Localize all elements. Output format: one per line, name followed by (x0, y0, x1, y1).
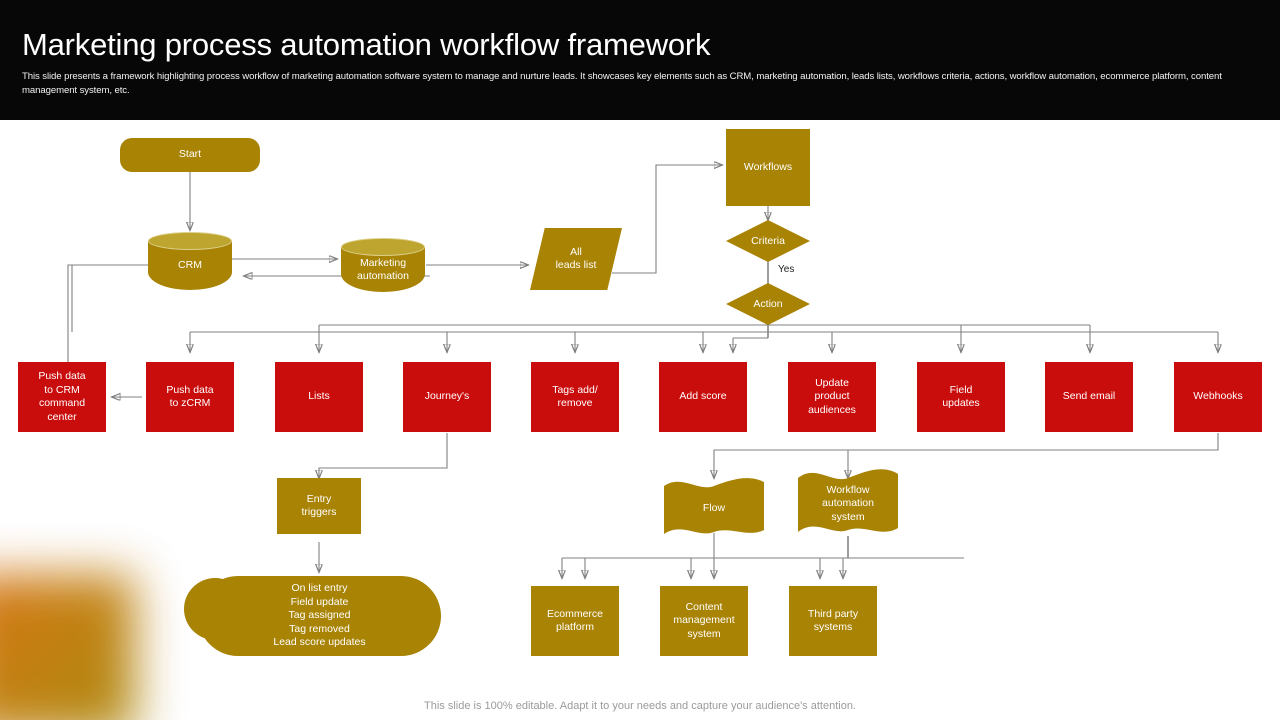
label-line-2: updates (942, 397, 980, 409)
node-all-leads-list-label: All leads list (530, 228, 622, 290)
footer-note: This slide is 100% editable. Adapt it to… (424, 700, 856, 712)
header-accent-bar (0, 0, 8, 120)
node-label: Update product audiences (808, 377, 856, 418)
cylinder-top (148, 232, 232, 250)
page-title: Marketing process automation workflow fr… (22, 27, 711, 62)
node-all-leads-list[interactable]: All leads list (530, 228, 622, 290)
label-line-1: Tags add/ (552, 383, 598, 396)
connector-lines (67, 120, 1280, 720)
label-line-2: systems (813, 621, 853, 633)
node-label: Tags add/ remove (552, 384, 598, 411)
slide-header: Marketing process automation workflow fr… (0, 0, 1280, 120)
node-crm-label: CRM (178, 259, 202, 271)
node-update-product-audiences[interactable]: Update product audiences (788, 362, 876, 432)
cylinder-top (341, 238, 425, 256)
label-line-3: audiences (808, 403, 856, 416)
node-flow-label: Flow (702, 502, 726, 515)
node-trigger-list[interactable]: On list entry Field update Tag assigned … (198, 576, 441, 656)
label-line-2: management (673, 614, 735, 627)
label-line-2: platform (556, 621, 594, 633)
node-add-score[interactable]: Add score (659, 362, 747, 432)
node-journeys[interactable]: Journey's (403, 362, 491, 432)
trigger-item: Field update (290, 595, 349, 608)
node-third-party-systems[interactable]: Third party systems (789, 586, 877, 656)
node-label: Journey's (424, 390, 470, 403)
node-label: Push data to CRM command center (38, 370, 85, 424)
label-line-1: Entry (306, 492, 332, 505)
flag-shape (664, 478, 764, 534)
node-label: Push data to zCRM (166, 384, 213, 411)
node-action-label: Action (753, 298, 783, 310)
node-label: On list entry Field update Tag assigned … (273, 582, 365, 650)
node-entry-triggers[interactable]: Entry triggers (277, 478, 361, 534)
node-label: Third party systems (808, 608, 858, 635)
label-line-1: Ecommerce (546, 607, 603, 620)
label-line-1: Update (815, 376, 849, 389)
label-line-1: Workflow (826, 483, 870, 496)
label-line-2: leads list (555, 259, 597, 271)
node-workflows-label: Workflows (743, 160, 793, 173)
node-crm[interactable]: CRM (148, 232, 232, 290)
label-line-1: Third party (807, 607, 859, 620)
node-workflows[interactable]: Workflows (726, 129, 810, 206)
node-push-data-to-crm-command-center[interactable]: Push data to CRM command center (18, 362, 106, 432)
label-line-3: system (831, 510, 865, 523)
node-criteria[interactable]: Criteria (726, 220, 810, 262)
trigger-item: On list entry (291, 582, 348, 595)
label-line-1: Push data (38, 370, 86, 382)
node-push-data-to-zcrm[interactable]: Push data to zCRM (146, 362, 234, 432)
edge-label-criteria-yes: Yes (778, 264, 795, 275)
trigger-item: Tag removed (289, 622, 350, 635)
node-workflow-automation-system-label: Workflow automation system (798, 468, 898, 540)
node-label: Send email (1062, 390, 1116, 403)
label-line-1: Field (949, 383, 973, 396)
label-line-2: product (814, 390, 850, 403)
node-content-management-system[interactable]: Content management system (660, 586, 748, 656)
parallelogram-shape (530, 228, 622, 290)
label-line-2: automation (357, 269, 409, 282)
label-line-3: system (687, 627, 721, 640)
label-line-3: command (38, 397, 86, 409)
node-criteria-label: Criteria (751, 235, 785, 247)
node-start[interactable]: Start (120, 138, 260, 172)
trigger-item: Lead score updates (273, 636, 366, 649)
label-line-1: Marketing (359, 256, 407, 269)
node-webhooks[interactable]: Webhooks (1174, 362, 1262, 432)
node-start-label: Start (178, 148, 202, 161)
decorative-blurred-blob (0, 575, 135, 720)
node-label: Content management system (673, 601, 734, 642)
flag-shape (798, 469, 898, 532)
label-line-1: All (570, 245, 582, 258)
node-flow[interactable]: Flow (664, 478, 764, 540)
node-tags-add-remove[interactable]: Tags add/ remove (531, 362, 619, 432)
node-label: Lists (308, 390, 330, 403)
node-marketing-automation[interactable]: Marketing automation (341, 238, 425, 292)
node-label: Add score (679, 390, 727, 403)
page-subtitle: This slide presents a framework highligh… (22, 71, 1222, 96)
label-line-2: to CRM (44, 383, 80, 396)
label-line-1: Push data (166, 383, 214, 396)
node-lists[interactable]: Lists (275, 362, 363, 432)
node-label: Entry triggers (301, 493, 336, 520)
node-marketing-automation-label: Marketing automation (341, 247, 425, 292)
node-action[interactable]: Action (726, 283, 810, 325)
node-workflow-automation-system[interactable]: Workflow automation system (798, 468, 898, 540)
label-line-4: center (47, 410, 77, 423)
label-line-2: to zCRM (169, 397, 211, 409)
label-line-2: remove (557, 397, 593, 409)
label-line-2: automation (822, 497, 874, 510)
label-line-1: Content (685, 600, 723, 613)
label-line-2: triggers (301, 506, 337, 518)
node-label: Field updates (942, 384, 979, 411)
node-label: Webhooks (1193, 390, 1243, 403)
node-label: Ecommerce platform (547, 608, 603, 635)
trigger-item: Tag assigned (288, 609, 351, 622)
node-field-updates[interactable]: Field updates (917, 362, 1005, 432)
node-ecommerce-platform[interactable]: Ecommerce platform (531, 586, 619, 656)
node-send-email[interactable]: Send email (1045, 362, 1133, 432)
